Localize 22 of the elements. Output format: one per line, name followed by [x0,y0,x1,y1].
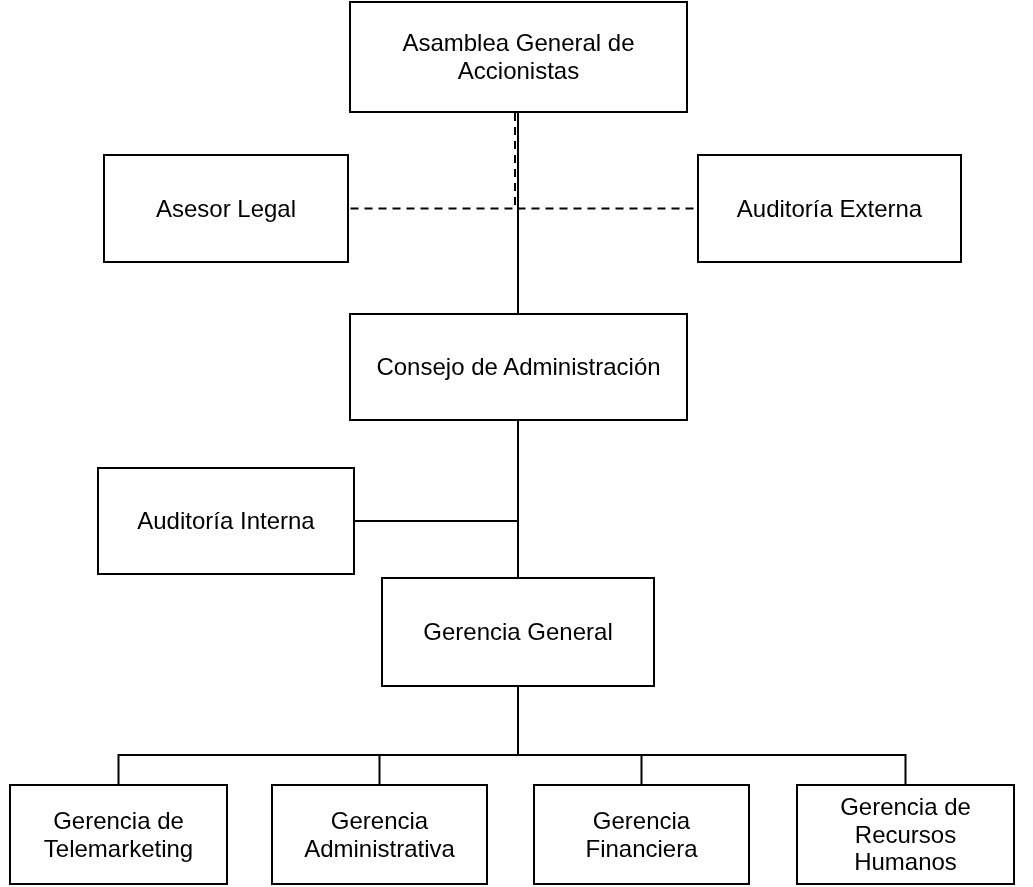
unit-name: Gerencia de Recursos Humanos [839,793,972,876]
unit-name: Asamblea General de Accionistas [401,29,636,85]
unit-name: Gerencia Financiera [584,806,699,863]
unit-name: Asesor Legal [154,194,298,223]
connector-line [517,420,519,578]
org-unit-box [271,784,488,885]
unit-name: Consejo de Administración [375,353,662,381]
org-unit-box [381,577,655,687]
org-unit-box [697,154,962,263]
unit-name: Gerencia de Telemarketing [42,806,195,863]
org-unit-box [796,784,1015,885]
unit-name: Auditoría Interna [136,507,316,535]
org-unit-box [9,784,228,885]
unit-name: Gerencia Administrativa [303,806,456,863]
unit-name: Gerencia General [422,618,614,646]
org-unit-box [533,784,750,885]
org-unit-box [103,154,349,263]
connector-line [517,112,519,314]
unit-name: Auditoría Externa [735,194,924,223]
org-unit-box [97,467,355,575]
org-unit-box [349,1,688,113]
org-unit-box [349,313,688,421]
